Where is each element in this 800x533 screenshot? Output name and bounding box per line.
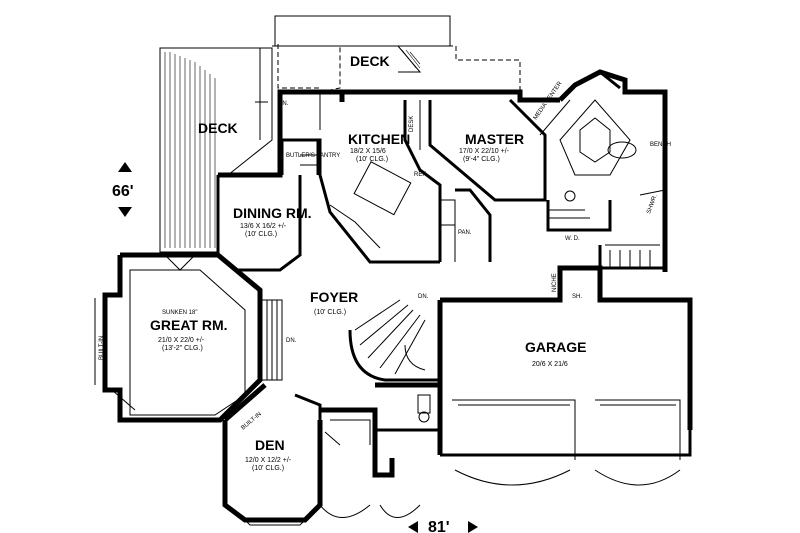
den-bay xyxy=(234,504,421,526)
master-interior xyxy=(428,98,666,270)
stair-down-label: DN. xyxy=(418,294,429,300)
great-room-bay xyxy=(94,254,283,411)
garage-size: 20/6 X 21/6 xyxy=(532,361,568,368)
kitchen-label: KITCHEN xyxy=(348,131,410,147)
deck-down-label: DN. xyxy=(278,101,289,107)
great-room-built-in-label: BUILT-IN xyxy=(99,336,105,360)
width-label: 81' xyxy=(428,519,450,533)
left-deck-label: DECK xyxy=(198,120,238,136)
great-room-label: GREAT RM. xyxy=(150,317,228,333)
desk-label: DESK xyxy=(409,116,415,132)
foyer-ceiling: (10' CLG.) xyxy=(314,309,346,316)
great-room-ceiling: (13'-2" CLG.) xyxy=(162,345,203,352)
kitchen-size: 18/2 X 15/6 xyxy=(350,148,386,155)
washer-dryer-label: W. D. xyxy=(565,236,580,242)
den-ceiling: (10' CLG.) xyxy=(252,465,284,472)
den-label: DEN xyxy=(255,437,285,453)
ref-label: REF. xyxy=(414,172,427,178)
kitchen-interior xyxy=(280,90,492,264)
left-deck xyxy=(159,47,273,253)
arrow-right-icon xyxy=(468,521,478,533)
arrow-up-icon xyxy=(118,162,132,172)
shelf-label: SH. xyxy=(572,294,582,300)
master-label: MASTER xyxy=(465,131,524,147)
master-ceiling: (9'-4" CLG.) xyxy=(463,156,500,163)
master-size: 17/0 X 22/10 +/- xyxy=(459,148,510,155)
upper-deck xyxy=(272,15,521,95)
arrow-left-icon xyxy=(408,521,418,533)
great-room-note: SUNKEN 18" xyxy=(162,310,197,316)
shower-label: SHWR. xyxy=(646,194,659,215)
great-room-down-label: DN. xyxy=(286,338,297,344)
dining-label: DINING RM. xyxy=(233,205,312,221)
bench-label: BENCH xyxy=(650,142,671,148)
dining-ceiling: (10' CLG.) xyxy=(245,231,277,238)
arrow-down-icon xyxy=(118,207,132,217)
garage-label: GARAGE xyxy=(525,339,586,355)
pan-label: PAN. xyxy=(458,230,472,236)
niche-label: NICHE xyxy=(552,273,558,292)
den-built-in-label: BUILT-IN xyxy=(240,411,262,431)
den-size: 12/0 X 12/2 +/- xyxy=(245,457,292,464)
width-dimension: 81' xyxy=(408,519,478,533)
great-room-size: 21/0 X 22/0 +/- xyxy=(158,337,205,344)
butlers-pantry-label: BUTLER'S PANTRY xyxy=(286,153,340,159)
depth-dimension: 66' xyxy=(112,162,134,217)
foyer-label: FOYER xyxy=(310,289,358,305)
upper-deck-label: DECK xyxy=(350,53,390,69)
dining-size: 13/6 X 16/2 +/- xyxy=(240,223,287,230)
stair xyxy=(348,299,442,423)
kitchen-ceiling: (10' CLG.) xyxy=(356,156,388,163)
depth-label: 66' xyxy=(112,183,134,200)
